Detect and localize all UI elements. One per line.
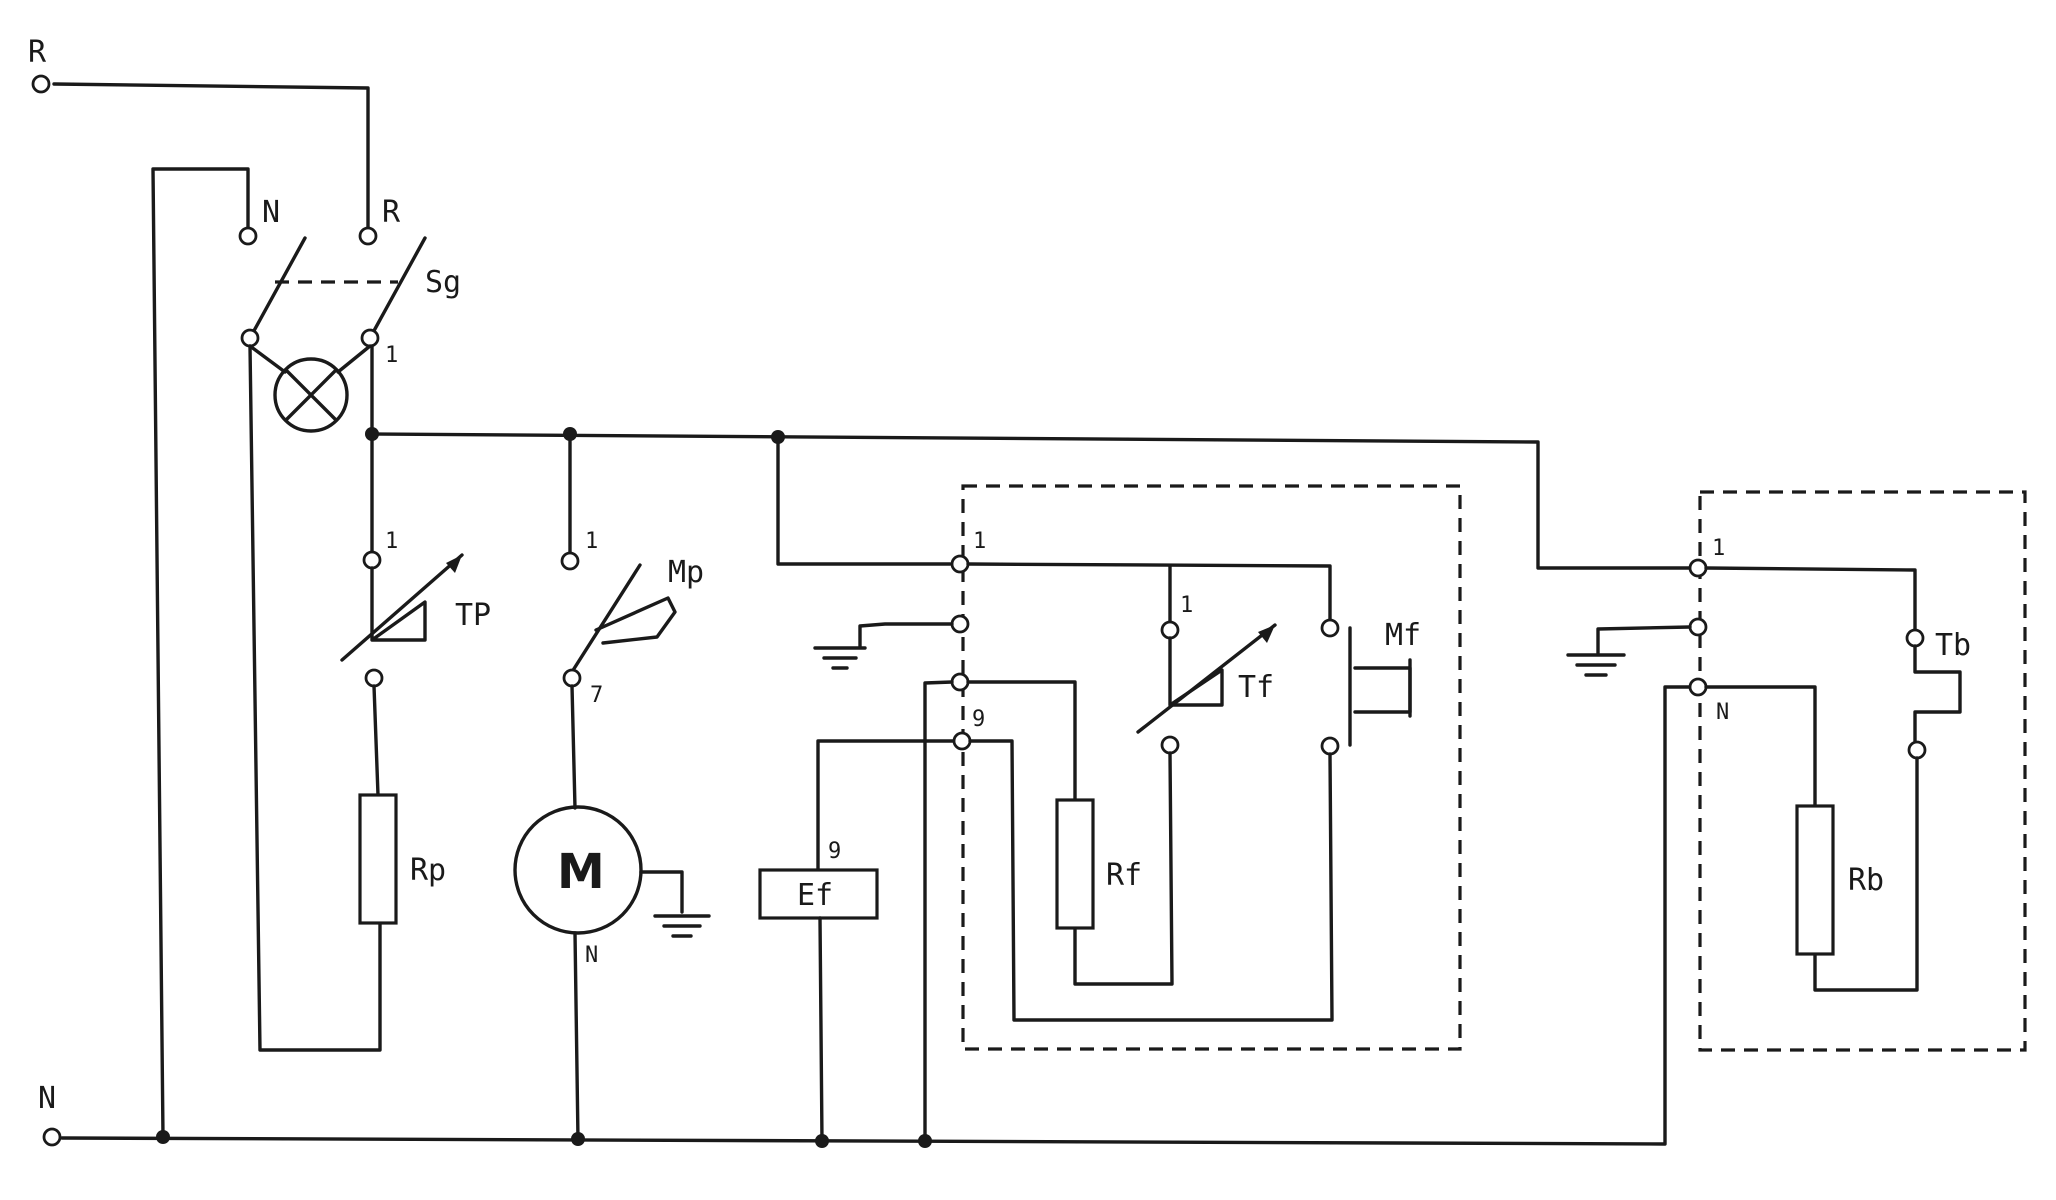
sg-terminal-r: R <box>382 195 401 230</box>
ef-terminal: 9 <box>828 839 841 864</box>
neutral-rail: N <box>38 685 1700 1147</box>
motor: M N <box>156 805 711 1146</box>
main-switch: N R Sg 1 <box>151 167 461 1139</box>
sg-label: Sg <box>425 265 461 300</box>
motor-terminal: N <box>585 943 598 968</box>
module-f: 1 9 1 Tf Rf Mf <box>813 484 1462 1148</box>
sg-out-terminal: 1 <box>385 343 398 368</box>
phase-rail: R <box>28 35 370 242</box>
module-b: 1 N Tb Rb <box>1566 490 2027 1052</box>
supply-bus <box>365 344 1700 570</box>
mp-terminal-out: 7 <box>590 683 603 708</box>
b-terminal-1: 1 <box>1712 536 1725 561</box>
tp-label: TP <box>455 598 491 633</box>
motor-symbol: M <box>557 844 605 900</box>
pump-heater: Rp <box>358 793 446 925</box>
rf-label: Rf <box>1106 858 1142 893</box>
motor-switch: 1 Mp 7 <box>560 529 704 810</box>
ef-label: Ef <box>797 878 833 913</box>
f-terminal-9: 9 <box>972 707 985 732</box>
rb-label: Rb <box>1848 863 1884 898</box>
tf-terminal: 1 <box>1180 593 1193 618</box>
sg-terminal-n: N <box>262 195 280 230</box>
pump-thermostat: 1 TP <box>340 529 491 797</box>
tb-label: Tb <box>1935 628 1971 663</box>
phase-label: R <box>28 35 47 70</box>
element-ef: Ef 9 <box>758 739 964 1148</box>
tp-terminal: 1 <box>385 529 398 554</box>
tf-label: Tf <box>1238 670 1274 705</box>
neutral-label: N <box>38 1081 56 1116</box>
rp-label: Rp <box>410 853 446 888</box>
pilot-lamp <box>248 344 382 1052</box>
b-terminal-n: N <box>1716 700 1729 725</box>
mp-terminal-in: 1 <box>585 529 598 554</box>
mp-label: Mp <box>668 555 704 590</box>
mf-label: Mf <box>1385 618 1421 653</box>
f-terminal-1: 1 <box>973 529 986 554</box>
